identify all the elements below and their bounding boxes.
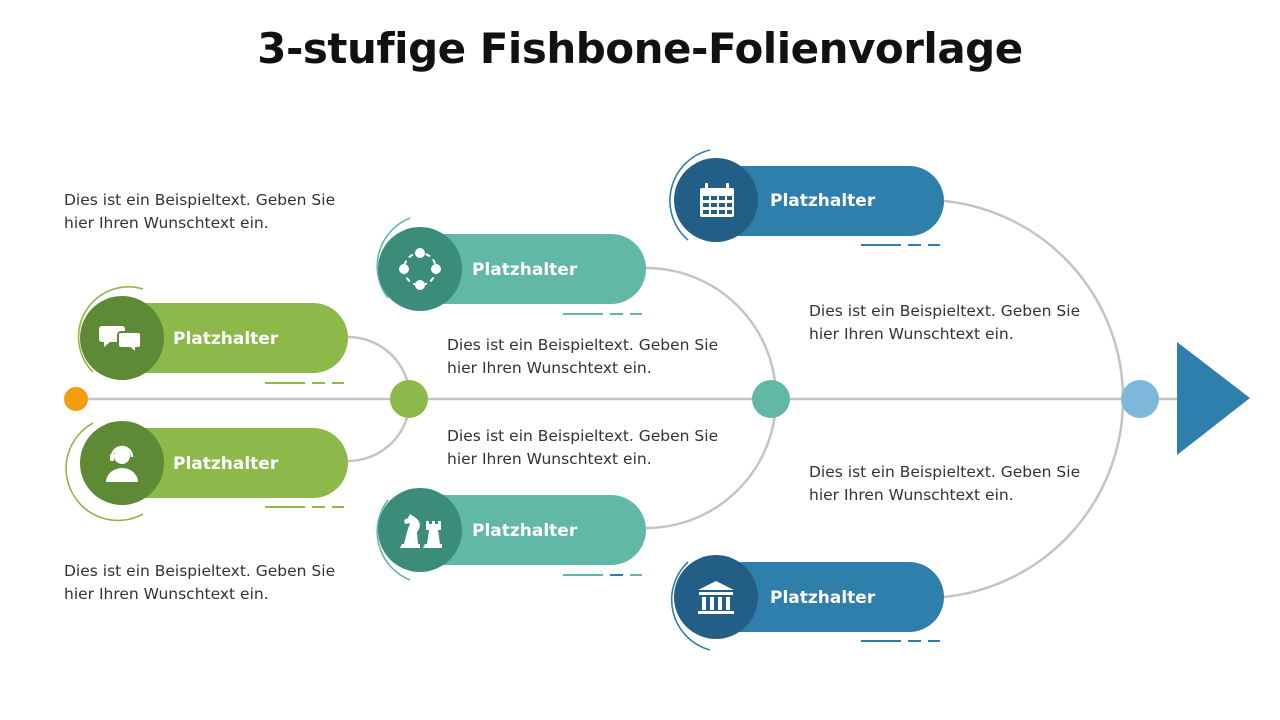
stage-1-bottom-label: Platzhalter — [173, 454, 279, 474]
stage-2-bottom-label: Platzhalter — [472, 521, 578, 541]
slide-title: 3-stufige Fishbone-Folienvorlage — [257, 24, 1023, 73]
stage-3-top-card — [669, 149, 944, 246]
stage-1-top-card — [77, 286, 348, 384]
chess-pieces-icon — [400, 514, 442, 548]
stage-2-bottom-card — [376, 488, 646, 581]
start-dot — [64, 387, 88, 411]
stage-3-top-label: Platzhalter — [770, 191, 876, 211]
stage-1-node — [390, 380, 428, 418]
stage-3-bottom-card — [670, 555, 944, 651]
stage-1-bottom-card — [65, 421, 348, 522]
stage-3-node — [1121, 380, 1159, 418]
stage-2-node — [752, 380, 790, 418]
stage-1-top-label: Platzhalter — [173, 329, 279, 349]
chat-bubbles-icon — [99, 326, 142, 356]
network-circle-icon — [399, 248, 441, 290]
stage-2-top-label: Platzhalter — [472, 260, 578, 280]
stage-3-bottom-label: Platzhalter — [770, 588, 876, 608]
bank-building-icon — [698, 581, 734, 614]
headset-user-icon — [106, 445, 138, 482]
calendar-icon — [700, 183, 734, 217]
arrow-head — [1177, 342, 1250, 455]
stage-2-top-card — [376, 217, 646, 315]
